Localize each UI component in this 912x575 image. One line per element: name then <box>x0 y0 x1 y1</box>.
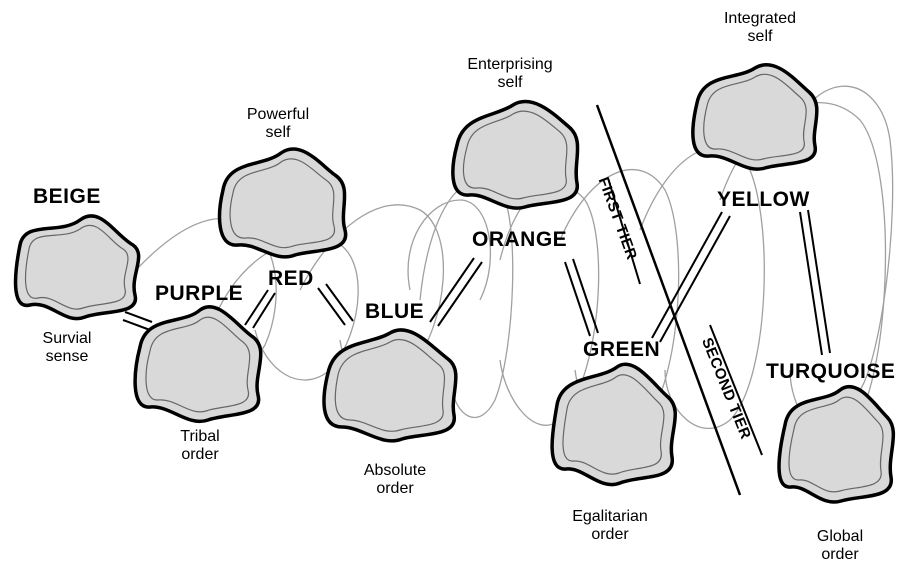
blob-yellow <box>693 65 817 169</box>
caption-line: sense <box>22 348 112 366</box>
connector-green-yellow <box>652 212 722 338</box>
stage-blue-caption: Absolute order <box>345 462 445 499</box>
caption-line: Egalitarian <box>550 508 670 526</box>
caption-line: self <box>228 124 328 142</box>
blob-blue <box>324 330 456 441</box>
caption-line: Powerful <box>228 106 328 124</box>
stage-green-caption: Egalitarian order <box>550 508 670 545</box>
stage-blue-name: BLUE <box>365 300 424 324</box>
caption-line: Tribal <box>160 428 240 446</box>
caption-line: self <box>440 74 580 92</box>
stage-green-name: GREEN <box>583 338 660 362</box>
caption-line: order <box>550 526 670 544</box>
caption-line: Absolute <box>345 462 445 480</box>
stage-red-name: RED <box>268 267 314 291</box>
connector-purple-red <box>253 293 275 328</box>
blob-green <box>552 364 675 484</box>
stage-yellow-name: YELLOW <box>717 188 810 212</box>
caption-line: Survial <box>22 330 112 348</box>
blob-red <box>220 149 346 257</box>
connector-blue-orange <box>438 262 482 326</box>
stage-yellow-caption: Integrated self <box>705 10 815 47</box>
stage-purple-name: PURPLE <box>155 282 243 306</box>
stage-turquoise-name: TURQUOISE <box>766 360 895 384</box>
stage-beige-caption: Survial sense <box>22 330 112 367</box>
stage-turquoise-caption: Global order <box>800 528 880 565</box>
caption-line: Integrated <box>705 10 815 28</box>
caption-line: order <box>160 446 240 464</box>
stage-beige-name: BEIGE <box>33 185 101 209</box>
caption-line: order <box>800 546 880 564</box>
connector-blue-orange <box>430 258 474 322</box>
blob-beige <box>16 216 139 319</box>
stage-purple-caption: Tribal order <box>160 428 240 465</box>
caption-line: Global <box>800 528 880 546</box>
connector-red-blue <box>318 288 345 325</box>
connector-beige-purple <box>125 312 152 322</box>
connector-beige-purple <box>123 320 150 330</box>
blob-orange <box>453 102 578 209</box>
caption-line: self <box>705 28 815 46</box>
stage-red-caption: Powerful self <box>228 106 328 143</box>
caption-line: Enterprising <box>440 56 580 74</box>
connector-green-yellow <box>660 216 730 342</box>
caption-line: order <box>345 480 445 498</box>
connector-purple-red <box>245 290 268 325</box>
stage-orange-name: ORANGE <box>472 228 567 252</box>
blob-purple <box>135 307 261 422</box>
stage-orange-caption: Enterprising self <box>440 56 580 93</box>
connector-red-blue <box>326 284 353 321</box>
